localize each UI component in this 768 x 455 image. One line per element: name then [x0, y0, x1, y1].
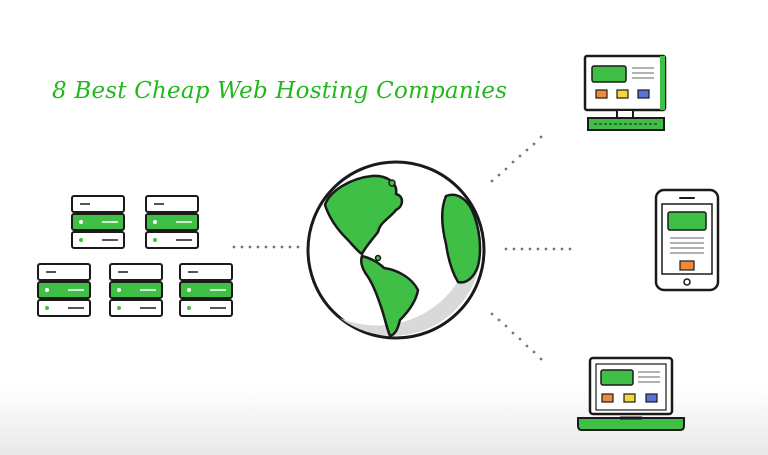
- connector-left: [232, 245, 300, 249]
- server-rack-icon: [145, 195, 199, 249]
- server-rack-icon: [71, 195, 125, 249]
- connector-top-right: [490, 135, 543, 183]
- smartphone-icon: [654, 188, 720, 292]
- page-title: 8 Best Cheap Web Hosting Companies: [52, 78, 508, 104]
- connector-bottom-right: [490, 312, 543, 361]
- server-rack-icon: [179, 263, 233, 317]
- connector-middle-right: [504, 247, 572, 251]
- laptop-icon: [577, 356, 685, 431]
- desktop-monitor-icon: [583, 54, 667, 131]
- globe-icon: [306, 160, 486, 340]
- server-rack-icon: [109, 263, 163, 317]
- server-rack-icon: [37, 263, 91, 317]
